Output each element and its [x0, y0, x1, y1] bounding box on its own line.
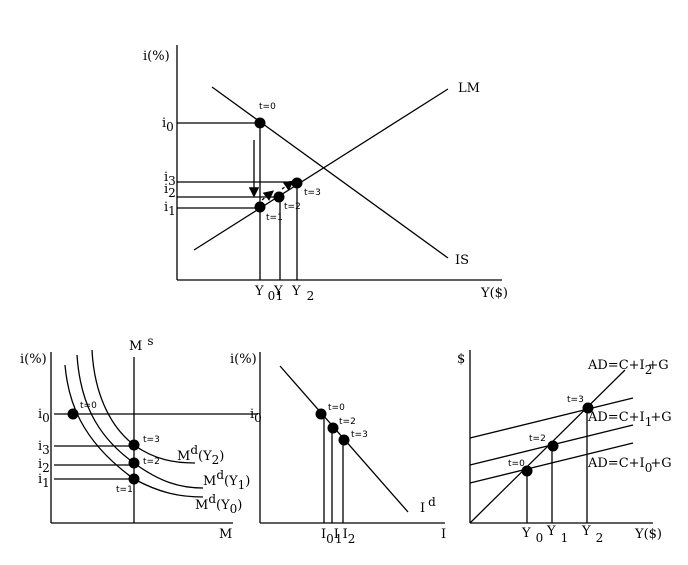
- label-t1: t=1: [266, 213, 283, 223]
- label-t2: t=2: [529, 434, 546, 444]
- x-axis-label: Y($): [634, 527, 662, 542]
- label-i2: i2: [38, 457, 50, 475]
- label-t3: t=3: [567, 395, 584, 405]
- y-axis-label: i(%): [230, 352, 257, 367]
- point-t2: [547, 440, 559, 452]
- point-t0: [315, 408, 327, 420]
- label-md-y0: Md(Y0): [195, 492, 242, 516]
- label-i3: i3: [38, 439, 50, 457]
- point-t2: [273, 191, 285, 203]
- islm-panel: i(%) Y($) LM IS t=0 t=1 t=2 t=3 i0 i3 i2…: [143, 45, 508, 303]
- label-t0: t=0: [259, 102, 276, 112]
- label-md-y2: Md(Y2): [177, 443, 224, 467]
- is-label: IS: [455, 253, 469, 268]
- is-curve: [211, 86, 449, 259]
- money-demand-y0: [64, 364, 204, 498]
- point-t1: [254, 201, 266, 213]
- label-t3: t=3: [143, 435, 160, 445]
- label-t2: t=2: [143, 457, 160, 467]
- label-y1: Y1: [273, 284, 283, 303]
- label-i3: i3: [164, 170, 176, 188]
- label-t0: t=0: [328, 403, 345, 413]
- label-t1: t=1: [116, 485, 133, 495]
- y-axis-label: $: [457, 352, 465, 367]
- label-t0: t=0: [508, 459, 525, 469]
- x-axis-label: Y($): [480, 286, 508, 301]
- arrow-adjust-2: [281, 180, 295, 191]
- label-i2: i2: [164, 182, 176, 200]
- ad-line-2: [469, 397, 634, 439]
- label-i0: i0: [250, 407, 262, 425]
- point-t3: [128, 439, 140, 451]
- label-t2: t=2: [284, 202, 301, 212]
- point-t0: [521, 465, 533, 477]
- x-axis-label: I: [441, 527, 446, 542]
- point-t2: [128, 457, 140, 469]
- label-i1: i1: [38, 472, 50, 490]
- label-md-y1: Md(Y1): [203, 468, 250, 492]
- label-i0: i0: [162, 116, 174, 134]
- label-i0: i0: [38, 407, 50, 425]
- point-t0: [254, 117, 266, 129]
- point-t2: [327, 422, 339, 434]
- arrow-adjust-1: [261, 190, 275, 201]
- point-t1: [128, 473, 140, 485]
- label-t3: t=3: [304, 188, 321, 198]
- label-i-levels: I0I1I2: [321, 527, 355, 546]
- label-ad2: AD=C+I2+G: [587, 358, 669, 377]
- x-axis-label: M: [219, 527, 232, 542]
- label-ad1: AD=C+I1+G: [587, 410, 672, 429]
- money-demand-y1: [76, 354, 204, 489]
- point-t3: [291, 177, 303, 189]
- label-t3: t=3: [351, 430, 368, 440]
- point-t3: [582, 402, 594, 414]
- y-axis-label: i(%): [20, 352, 47, 367]
- label-ad0: AD=C+I0+G: [587, 456, 672, 475]
- keynesian-cross-panel: $ Y($) AD=C+I2+G AD=C+I1+G AD=C+I0+G t=0…: [457, 350, 672, 545]
- lm-label: LM: [458, 81, 480, 96]
- label-t2: t=2: [339, 417, 356, 427]
- point-t3: [338, 434, 350, 446]
- point-t0: [67, 408, 79, 420]
- label-t0: t=0: [80, 401, 97, 411]
- y-axis-label: i(%): [143, 49, 170, 64]
- lm-curve: [193, 88, 449, 251]
- label-i1: i1: [164, 200, 176, 218]
